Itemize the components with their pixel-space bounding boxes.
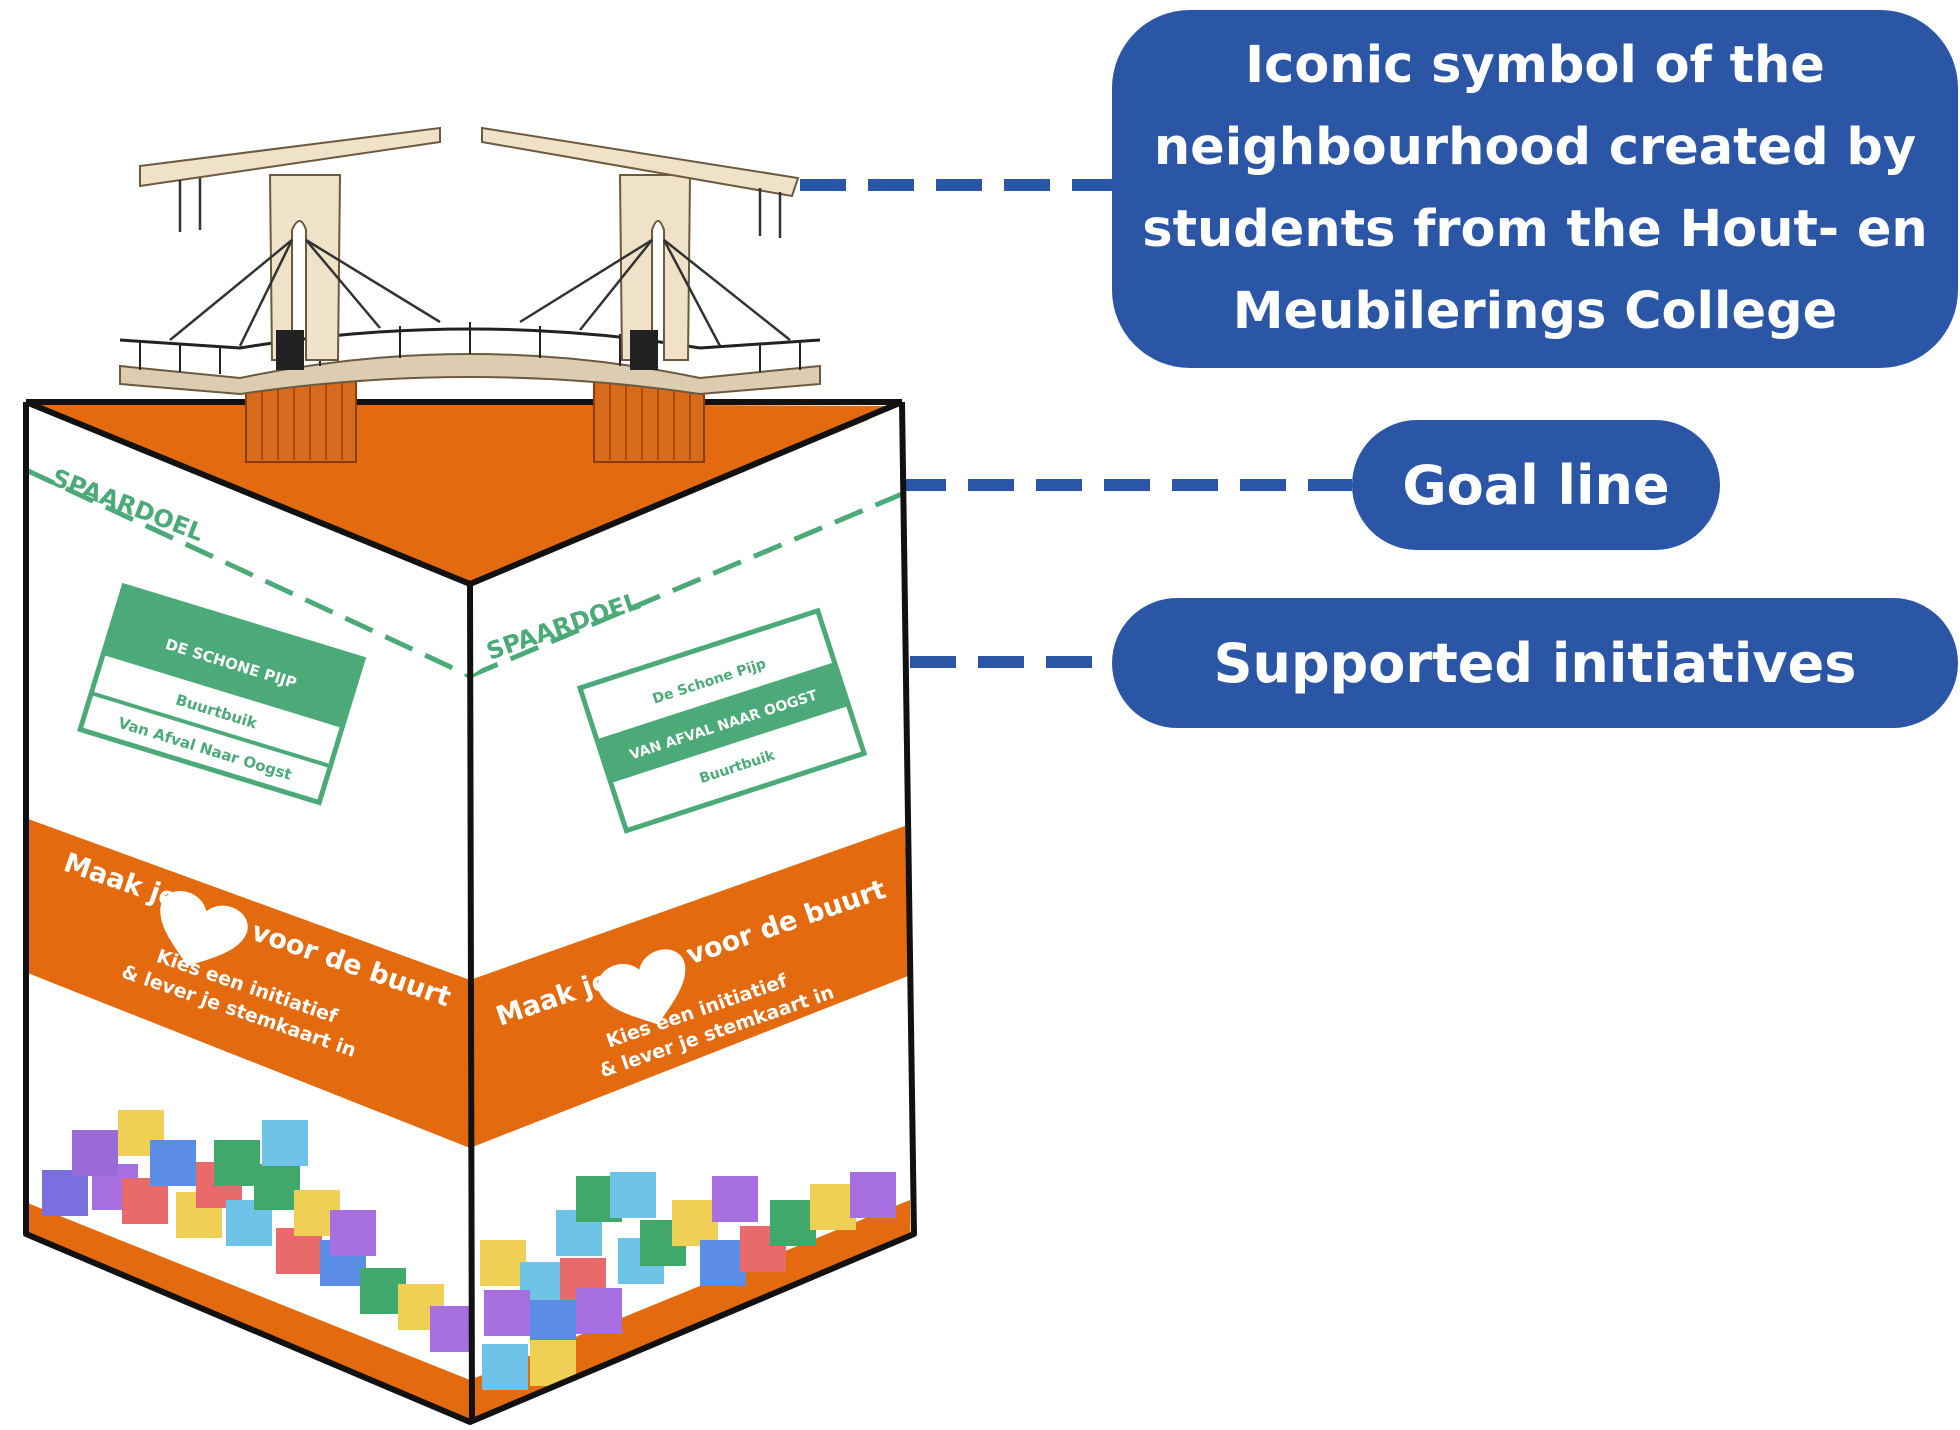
tile-stack-left xyxy=(42,1110,470,1352)
initiative-list-left: DE SCHONE PIJP Buurtbuik Van Afval Naar … xyxy=(77,582,367,806)
callout-goal-line: Goal line xyxy=(1352,420,1720,550)
tile-stack-right xyxy=(480,1172,896,1390)
initiative-list-right: De Schone Pijp VAN AFVAL NAAR OOGST Buur… xyxy=(576,607,868,834)
callout-iconic-symbol-text: Iconic symbol of the neighbourhood creat… xyxy=(1142,36,1928,341)
box-left-face: DE SCHONE PIJP Buurtbuik Van Afval Naar … xyxy=(26,402,470,1422)
callout-iconic-symbol: Iconic symbol of the neighbourhood creat… xyxy=(1112,10,1958,368)
box-right-face: De Schone Pijp VAN AFVAL NAAR OOGST Buur… xyxy=(470,398,914,1422)
callout-supported-initiatives: Supported initiatives xyxy=(1112,598,1958,728)
bridge-icon xyxy=(119,126,821,463)
box-outline xyxy=(23,399,917,1425)
callout-supported-initiatives-text: Supported initiatives xyxy=(1213,631,1857,695)
callout-goal-line-text: Goal line xyxy=(1402,453,1670,517)
heart-icon-right xyxy=(597,949,686,1025)
heart-icon xyxy=(160,891,248,967)
